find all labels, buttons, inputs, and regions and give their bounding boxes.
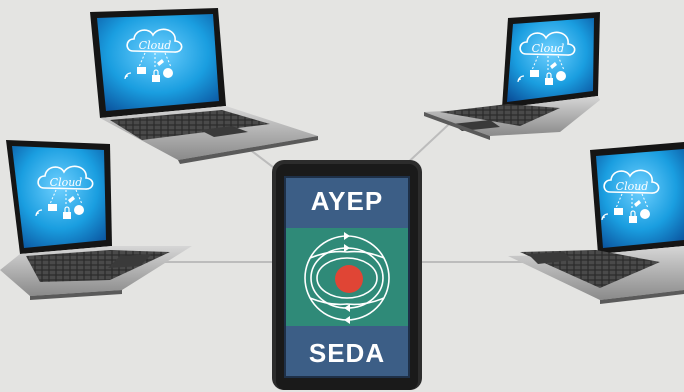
laptop-top-left (90, 8, 318, 164)
laptop-bottom-left (0, 140, 192, 300)
magnet-icon (304, 232, 390, 324)
tablet-bottom-label: SEDA (308, 338, 386, 368)
tablet (272, 160, 422, 390)
laptop-top-right (424, 12, 600, 140)
tablet-top-label: AYEP (310, 186, 384, 216)
tablet-top-panel (286, 178, 408, 228)
tablet-bottom-panel (286, 326, 408, 376)
core-dot (335, 265, 363, 293)
laptop-bottom-right (508, 142, 684, 304)
